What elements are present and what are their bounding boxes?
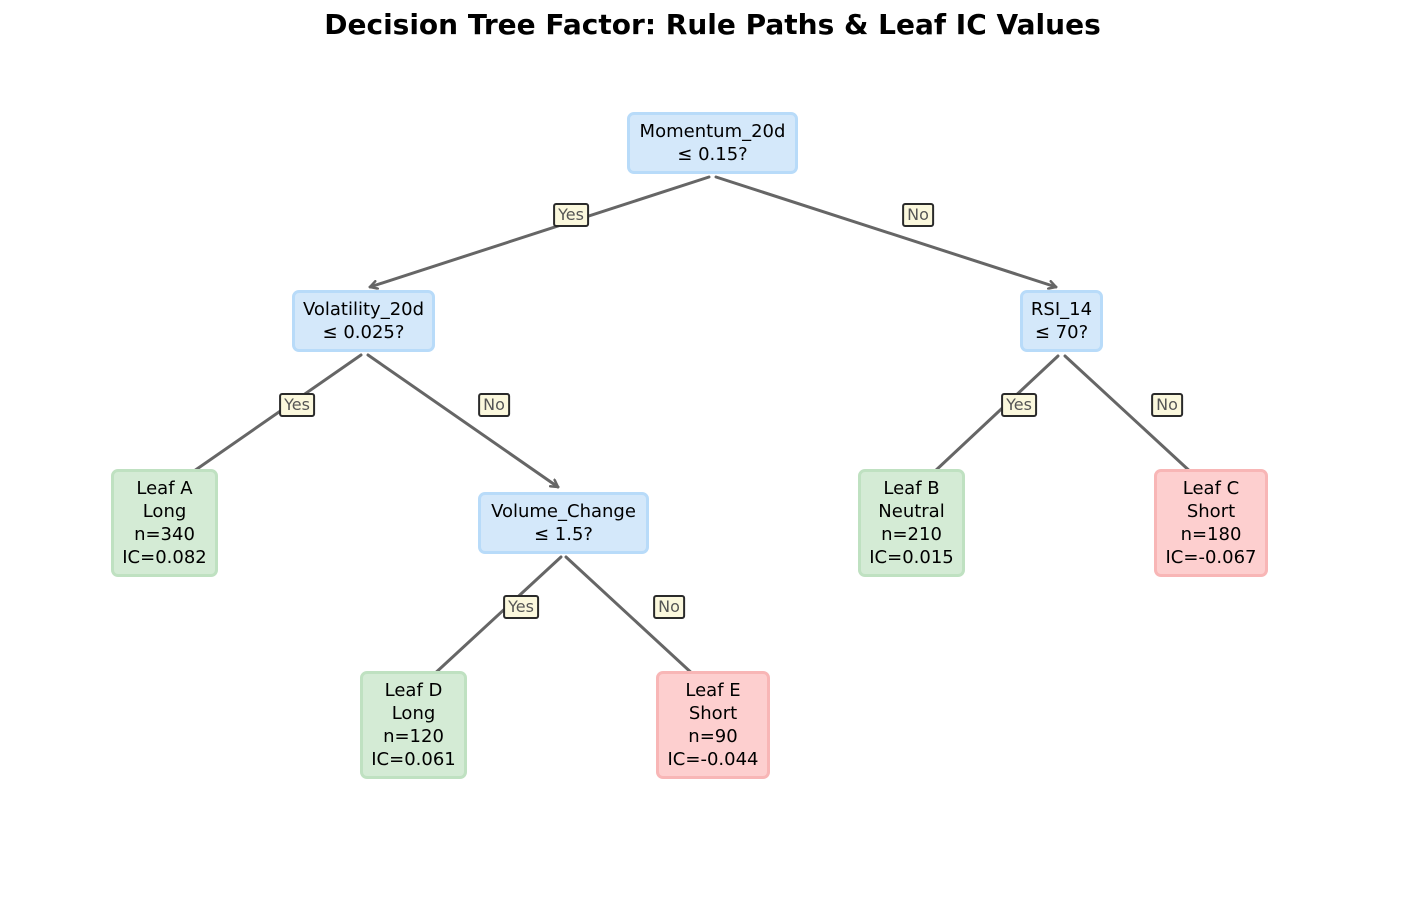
- node-feature: Momentum_20d: [639, 121, 786, 142]
- leaf-node-a: Leaf A Long n=340 IC=0.082: [111, 469, 218, 577]
- edge-label-root-rsi: No: [902, 203, 934, 227]
- edge-label-volatility-volume: No: [478, 393, 510, 417]
- edge-root-volatility: [368, 175, 711, 287]
- edge-label-volume-leaf-e: No: [653, 595, 685, 619]
- node-feature: Volume_Change: [491, 501, 636, 522]
- leaf-signal: Short: [1186, 501, 1236, 522]
- node-threshold: ≤ 70?: [1034, 322, 1089, 343]
- node-threshold: ≤ 1.5?: [534, 524, 593, 545]
- edge-rsi-leaf-b: [916, 354, 1060, 489]
- leaf-ic: IC=-0.044: [667, 749, 759, 770]
- edge-root-rsi: [714, 175, 1058, 287]
- leaf-name: Leaf B: [883, 478, 940, 499]
- leaf-name: Leaf A: [136, 478, 193, 499]
- leaf-signal: Long: [142, 501, 187, 522]
- leaf-count: n=180: [1180, 524, 1242, 545]
- leaf-ic: IC=0.061: [371, 749, 456, 770]
- leaf-name: Leaf C: [1182, 478, 1240, 499]
- decision-node-momentum: Momentum_20d ≤ 0.15?: [627, 112, 798, 174]
- decision-node-volume: Volume_Change ≤ 1.5?: [478, 492, 649, 554]
- edge-label-root-volatility: Yes: [553, 203, 589, 227]
- edge-volume-leaf-d: [416, 555, 563, 691]
- leaf-count: n=90: [688, 726, 738, 747]
- node-threshold: ≤ 0.025?: [322, 322, 405, 343]
- leaf-ic: IC=-0.067: [1165, 547, 1257, 568]
- leaf-node-d: Leaf D Long n=120 IC=0.061: [360, 671, 467, 779]
- leaf-node-e: Leaf E Short n=90 IC=-0.044: [656, 671, 770, 779]
- leaf-signal: Long: [391, 703, 436, 724]
- edge-volatility-leaf-a: [169, 353, 363, 489]
- node-threshold: ≤ 0.15?: [677, 144, 748, 165]
- leaf-ic: IC=0.082: [122, 547, 207, 568]
- leaf-count: n=340: [134, 524, 195, 545]
- leaf-signal: Short: [688, 703, 738, 724]
- edge-label-rsi-leaf-c: No: [1151, 393, 1183, 417]
- leaf-count: n=120: [383, 726, 444, 747]
- diagram-title: Decision Tree Factor: Rule Paths & Leaf …: [324, 8, 1101, 41]
- edge-label-rsi-leaf-b: Yes: [1001, 393, 1037, 417]
- decision-node-volatility: Volatility_20d ≤ 0.025?: [292, 290, 435, 352]
- leaf-signal: Neutral: [878, 501, 945, 522]
- leaf-count: n=210: [881, 524, 942, 545]
- decision-node-rsi: RSI_14 ≤ 70?: [1020, 290, 1103, 352]
- leaf-name: Leaf D: [384, 680, 443, 701]
- edge-volume-leaf-e: [564, 555, 711, 691]
- leaf-name: Leaf E: [685, 680, 741, 701]
- node-feature: Volatility_20d: [302, 299, 425, 320]
- leaf-node-b: Leaf B Neutral n=210 IC=0.015: [858, 469, 965, 577]
- edge-rsi-leaf-c: [1063, 354, 1209, 489]
- edge-label-volume-leaf-d: Yes: [503, 595, 539, 619]
- edge-volatility-volume: [366, 353, 560, 489]
- edge-label-volatility-leaf-a: Yes: [279, 393, 315, 417]
- leaf-ic: IC=0.015: [869, 547, 954, 568]
- node-feature: RSI_14: [1030, 299, 1093, 320]
- leaf-node-c: Leaf C Short n=180 IC=-0.067: [1154, 469, 1268, 577]
